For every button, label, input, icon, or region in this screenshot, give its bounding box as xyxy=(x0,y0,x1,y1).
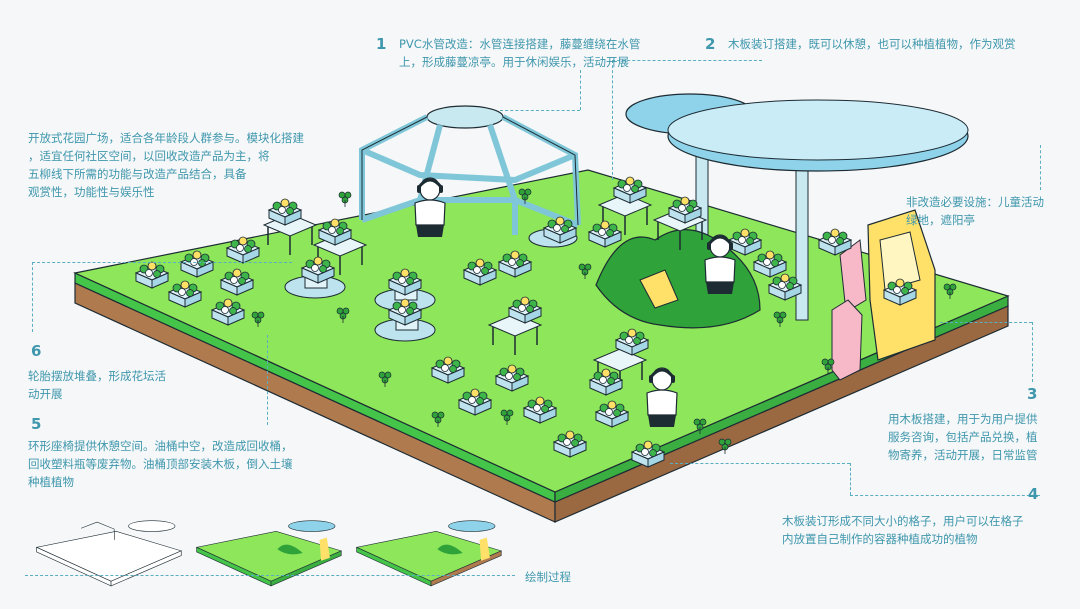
annotation-5-number: 5 xyxy=(31,415,42,433)
leader-4b xyxy=(850,463,851,495)
annotation-6-text: 轮胎摆放堆叠，形成花坛活 动开展 xyxy=(28,369,166,401)
process-thumbnails xyxy=(35,520,503,587)
leader-6b xyxy=(32,262,33,332)
annotation-1-number: 1 xyxy=(376,35,387,53)
leader-2b xyxy=(612,60,613,180)
leader-1b xyxy=(500,110,580,111)
leader-1 xyxy=(580,70,581,110)
process-caption: 绘制过程 xyxy=(525,570,571,584)
leader-nonmod xyxy=(1040,145,1041,190)
leader-6 xyxy=(32,262,292,263)
annotation-2-text: 木板装订搭建，既可以休憩，也可以种植植物，作为观赏 xyxy=(728,37,1016,51)
annotation-4-text: 木板装订形成不同大小的格子，用户可以在格子 内放置自己制作的容器种植成功的植物 xyxy=(782,514,1024,546)
leader-5 xyxy=(267,335,268,425)
annotation-4-number: 4 xyxy=(1028,485,1039,503)
annotation-intro-text: 开放式花园广场，适合各年龄段人群参与。模块化搭建 ，适宜任何社区空间，以回收改造… xyxy=(28,131,304,199)
leader-2 xyxy=(612,60,762,61)
person-on-hill xyxy=(703,233,737,296)
person-in-pavilion xyxy=(413,176,447,239)
annotation-2-number: 2 xyxy=(705,35,716,53)
leader-4 xyxy=(850,495,1040,496)
leader-4c xyxy=(670,463,850,464)
leader-process xyxy=(25,575,515,576)
annotation-1-text: PVC水管改造：水管连接搭建，藤蔓缠绕在水管 上，形成藤蔓凉亭。用于休闲娱乐，活… xyxy=(399,37,641,69)
annotation-3-text: 用木板搭建，用于为用户提供 服务咨询，包括产品兑换，植 物寄养，活动开展，日常监… xyxy=(888,412,1038,462)
annotation-6-number: 6 xyxy=(31,342,42,360)
sunshade-canopy xyxy=(625,93,969,321)
annotation-nonmod-text: 非改造必要设施：儿童活动 绿地，遮阳亭 xyxy=(906,195,1044,227)
leader-3b xyxy=(940,322,1032,323)
annotation-3-number: 3 xyxy=(1027,385,1038,403)
annotation-5-text: 环形座椅提供休憩空间。油桶中空，改造成回收桶， 回收塑料瓶等废弃物。油桶顶部安装… xyxy=(28,439,293,489)
leader-3 xyxy=(1032,322,1033,382)
person-at-planters xyxy=(645,366,679,429)
pvc-dome-pavilion xyxy=(359,105,581,235)
